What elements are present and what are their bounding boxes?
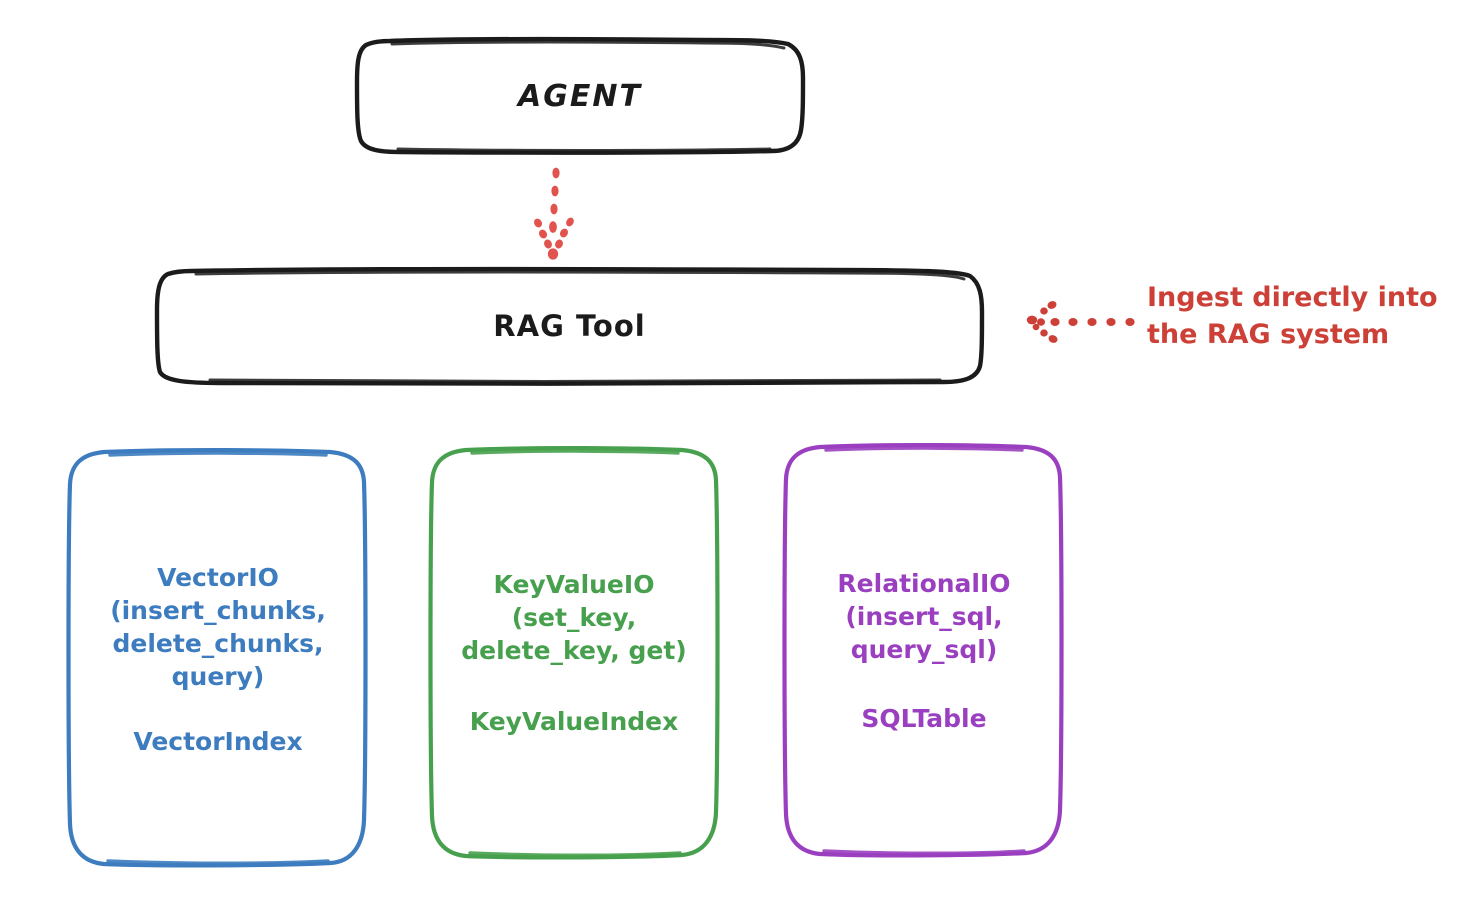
rag-tool-box-overstroke-top [194, 270, 966, 281]
agent-box-outline-overstroke [390, 40, 786, 50]
agent-box-outline[interactable] [354, 36, 806, 155]
vector-io-box-overstroke-bottom [106, 859, 330, 865]
agent-to-rag-dotted-arrow [533, 167, 574, 260]
key-value-io-box-outline[interactable] [428, 446, 720, 860]
relational-io-box-outline[interactable] [782, 443, 1064, 858]
vector-io-box-overstroke-top [108, 451, 328, 457]
relational-io-box-overstroke-bottom [822, 849, 1026, 855]
rag-tool-box-overstroke-bottom [208, 378, 942, 383]
key-value-io-box-overstroke-top [470, 449, 680, 455]
ingest-annotation-dotted-arrow [1026, 301, 1135, 343]
rag-tool-box-outline[interactable] [154, 266, 985, 386]
vector-io-box-outline[interactable] [66, 448, 368, 868]
agent-box-outline-overstroke-bottom [396, 147, 772, 152]
key-value-io-box-overstroke-bottom [468, 851, 682, 857]
relational-io-box-overstroke-top [824, 446, 1024, 452]
